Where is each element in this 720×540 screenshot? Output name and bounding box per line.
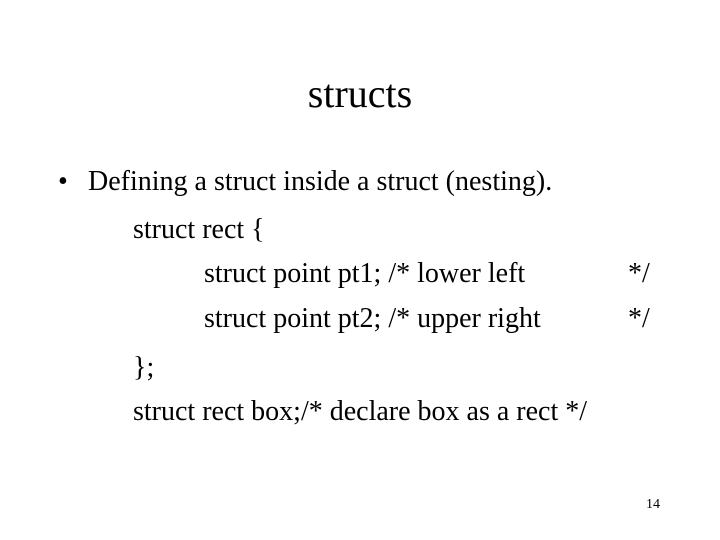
bullet-text: Defining a struct inside a struct (nesti… <box>88 166 553 197</box>
code-line-pt2: struct point pt2; /* upper right <box>204 303 541 334</box>
slide-title: structs <box>307 71 413 116</box>
page-number: 14 <box>646 497 660 512</box>
code-line-close: }; <box>133 352 155 383</box>
code-line-box: struct rect box;/* declare box as a rect… <box>133 396 588 427</box>
code-line-open: struct rect { <box>133 214 265 245</box>
code-line-pt1: struct point pt1; /* lower left <box>204 258 526 289</box>
bullet-symbol: • <box>58 166 68 197</box>
code-line-pt2-comment-end: */ <box>628 303 650 334</box>
code-line-pt1-comment-end: */ <box>628 258 650 289</box>
